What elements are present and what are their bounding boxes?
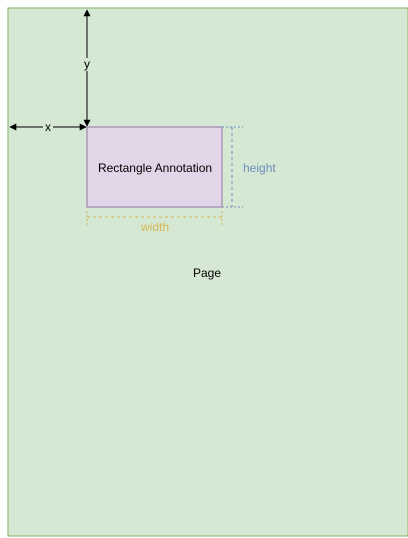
rectangle-annotation-shape [86, 126, 223, 208]
width-label: width [140, 220, 169, 234]
x-label-bg [43, 121, 53, 133]
page-label: Page [193, 266, 221, 280]
rectangle-annotation-label: Rectangle Annotation [98, 161, 212, 175]
x-axis-label: x [45, 120, 51, 134]
y-label-bg [82, 58, 92, 71]
y-axis-label: y [84, 57, 90, 71]
page-shape [7, 7, 408, 537]
height-label: height [243, 161, 276, 175]
